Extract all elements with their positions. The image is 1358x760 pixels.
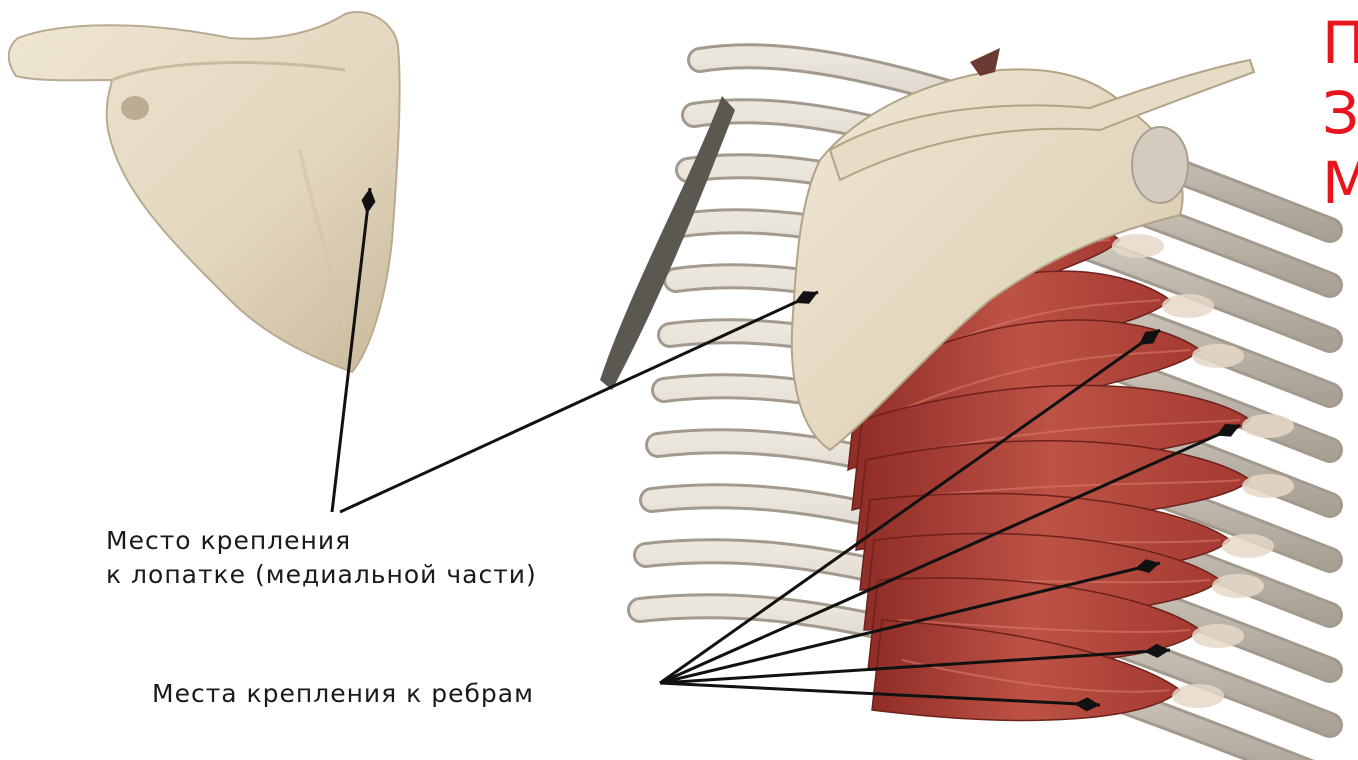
cropped-red-title: П З М	[1322, 8, 1358, 208]
tendon	[1222, 534, 1274, 558]
tendon	[1162, 294, 1214, 318]
tendon	[1242, 474, 1294, 498]
rib-attachment-label: Места крепления к ребрам	[152, 677, 534, 711]
scapula-isolated	[9, 12, 400, 372]
pointer-to-ribcage-scapula	[340, 292, 818, 512]
scapula-attachment-label-line1: Место крепления	[106, 524, 537, 558]
tendon	[1192, 344, 1244, 368]
tendon	[1112, 234, 1164, 258]
title-fragment-2: З	[1322, 78, 1358, 148]
tendon	[1172, 684, 1224, 708]
scapula-attachment-label-line2: к лопатке (медиальной части)	[106, 558, 537, 592]
tendon	[1212, 574, 1264, 598]
title-fragment-3: М	[1322, 148, 1358, 208]
tendon	[1242, 414, 1294, 438]
tendon	[1192, 624, 1244, 648]
title-fragment-1: П	[1322, 8, 1358, 78]
scapula-attachment-label: Место крепления к лопатке (медиальной ча…	[106, 524, 537, 592]
